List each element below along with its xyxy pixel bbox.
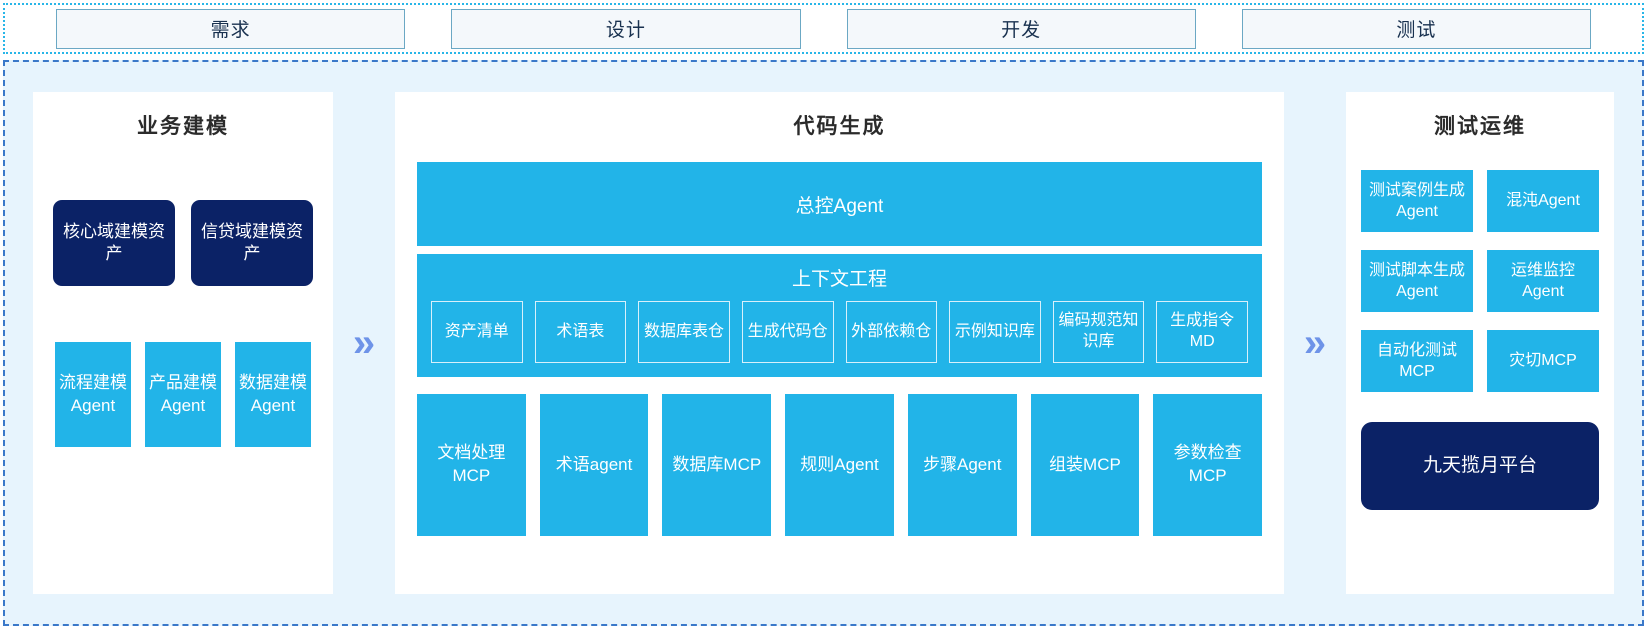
card-step-agent[interactable]: 步骤Agent	[907, 394, 1017, 536]
chip-coding-standard-knowledge-base[interactable]: 编码规范知识库	[1052, 301, 1145, 363]
card-label: 混沌Agent	[1506, 192, 1580, 210]
card-label: 数据库MCP	[672, 454, 762, 474]
card-label: 产品建模Agent	[149, 373, 217, 415]
card-rule-agent[interactable]: 规则Agent	[785, 394, 894, 536]
phase-tab-label: 测试	[1396, 20, 1437, 41]
panel-business-modeling: 业务建模 核心域建模资产 信贷域建模资产 流程建模Agent 产品建模Agent…	[33, 92, 333, 594]
card-label: 数据建模Agent	[239, 373, 307, 415]
chip-asset-inventory[interactable]: 资产清单	[431, 301, 523, 363]
card-disaster-switch-mcp[interactable]: 灾切MCP	[1487, 330, 1599, 392]
panel-code-generation: 代码生成 总控Agent 上下文工程 资产清单 术语表 数据库表仓	[395, 92, 1284, 594]
chevron-glyph: »	[1303, 321, 1327, 365]
context-engineering-chip-row: 资产清单 术语表 数据库表仓 生成代码仓 外部依赖仓 示例知	[431, 301, 1248, 363]
card-label: 步骤Agent	[923, 454, 1002, 474]
test-operations-grid: 测试案例生成Agent 混沌Agent 测试脚本生成Agent 运维监控Agen…	[1361, 170, 1599, 392]
phase-tab-design[interactable]: 设计	[451, 8, 801, 49]
card-label: 测试脚本生成Agent	[1368, 261, 1465, 300]
phase-tab-label: 设计	[605, 20, 646, 41]
card-label: 组装MCP	[1049, 454, 1121, 474]
card-label: 九天揽月平台	[1422, 455, 1537, 477]
card-label: 参数检查MCP	[1173, 443, 1242, 485]
code-generation-tool-row: 文档处理MCP 术语agent 数据库MCP 规则Agent 步骤Agent 组…	[417, 394, 1263, 536]
card-label: 灾切MCP	[1509, 352, 1577, 370]
card-ops-monitoring-agent[interactable]: 运维监控Agent	[1487, 250, 1599, 312]
phase-tab-testing[interactable]: 测试	[1241, 8, 1591, 49]
card-label: 文档处理MCP	[437, 443, 506, 485]
chip-generated-code-repo[interactable]: 生成代码仓	[741, 301, 834, 363]
chip-database-table-repo[interactable]: 数据库表仓	[638, 301, 730, 363]
card-core-domain-asset[interactable]: 核心域建模资产	[53, 200, 175, 286]
card-automated-test-mcp[interactable]: 自动化测试MCP	[1361, 330, 1473, 392]
card-label: 核心域建模资产	[63, 221, 165, 263]
card-jiutian-lanyue-platform[interactable]: 九天揽月平台	[1361, 422, 1599, 510]
context-engineering-title: 上下文工程	[791, 269, 887, 290]
chip-glossary[interactable]: 术语表	[534, 301, 627, 363]
card-label: 流程建模Agent	[59, 373, 127, 415]
card-process-modeling-agent[interactable]: 流程建模Agent	[55, 342, 131, 447]
card-chaos-agent[interactable]: 混沌Agent	[1487, 170, 1599, 232]
card-label: 运维监控Agent	[1510, 261, 1575, 300]
card-label: 术语agent	[555, 454, 633, 474]
card-master-control-agent[interactable]: 总控Agent	[417, 162, 1262, 246]
chip-external-dependency-repo[interactable]: 外部依赖仓	[845, 301, 938, 363]
phase-tab-development[interactable]: 开发	[846, 8, 1196, 49]
card-assembly-mcp[interactable]: 组装MCP	[1030, 394, 1140, 536]
chip-label: 生成代码仓	[747, 322, 828, 340]
panel-title-code-generation: 代码生成	[793, 115, 886, 138]
chip-label: 编码规范知识库	[1058, 312, 1139, 350]
architecture-diagram: 业务建模 核心域建模资产 信贷域建模资产 流程建模Agent 产品建模Agent…	[3, 60, 1644, 626]
panel-test-operations: 测试运维 测试案例生成Agent 混沌Agent 测试脚本生成Agent 运维监…	[1346, 92, 1614, 594]
card-label: 总控Agent	[795, 195, 884, 217]
chip-label: 外部依赖仓	[851, 322, 932, 340]
card-document-processing-mcp[interactable]: 文档处理MCP	[417, 394, 526, 536]
card-label: 规则Agent	[800, 454, 879, 474]
card-test-script-generation-agent[interactable]: 测试脚本生成Agent	[1361, 250, 1473, 312]
phase-tab-label: 开发	[1001, 20, 1042, 41]
card-database-mcp[interactable]: 数据库MCP	[662, 394, 772, 536]
chevron-right-icon: »	[1284, 62, 1346, 624]
chip-label: 资产清单	[444, 322, 509, 340]
card-label: 信贷域建模资产	[201, 221, 303, 263]
panel-title-test-operations: 测试运维	[1434, 115, 1526, 138]
card-data-modeling-agent[interactable]: 数据建模Agent	[235, 342, 311, 447]
chip-label: 示例知识库	[954, 322, 1035, 340]
card-parameter-check-mcp[interactable]: 参数检查MCP	[1153, 394, 1263, 536]
chip-label: 生成指令MD	[1170, 312, 1235, 350]
chip-label: 术语表	[556, 322, 605, 340]
card-test-case-generation-agent[interactable]: 测试案例生成Agent	[1361, 170, 1473, 232]
chip-generation-instruction-md[interactable]: 生成指令MD	[1156, 301, 1248, 363]
context-engineering-block: 上下文工程 资产清单 术语表 数据库表仓 生成代码仓 外部依赖仓	[417, 254, 1262, 377]
phase-tab-requirements[interactable]: 需求	[56, 8, 406, 49]
code-generation-body: 总控Agent 上下文工程 资产清单 术语表 数据库表仓 生成代码仓	[395, 148, 1284, 536]
chip-example-knowledge-base[interactable]: 示例知识库	[949, 301, 1041, 363]
chevron-glyph: »	[352, 321, 376, 365]
card-product-modeling-agent[interactable]: 产品建模Agent	[145, 342, 221, 447]
card-label: 自动化测试MCP	[1376, 341, 1457, 380]
phase-tab-label: 需求	[210, 20, 251, 41]
business-asset-row: 核心域建模资产 信贷域建模资产	[53, 200, 313, 286]
card-credit-domain-asset[interactable]: 信贷域建模资产	[191, 200, 313, 286]
chevron-right-icon: »	[333, 62, 395, 624]
phase-bar: 需求 设计 开发 测试	[3, 3, 1644, 54]
card-label: 测试案例生成Agent	[1368, 181, 1465, 220]
panel-title-business-modeling: 业务建模	[137, 115, 229, 138]
chip-label: 数据库表仓	[644, 322, 725, 340]
card-glossary-agent[interactable]: 术语agent	[539, 394, 649, 536]
business-agent-row: 流程建模Agent 产品建模Agent 数据建模Agent	[55, 342, 311, 447]
